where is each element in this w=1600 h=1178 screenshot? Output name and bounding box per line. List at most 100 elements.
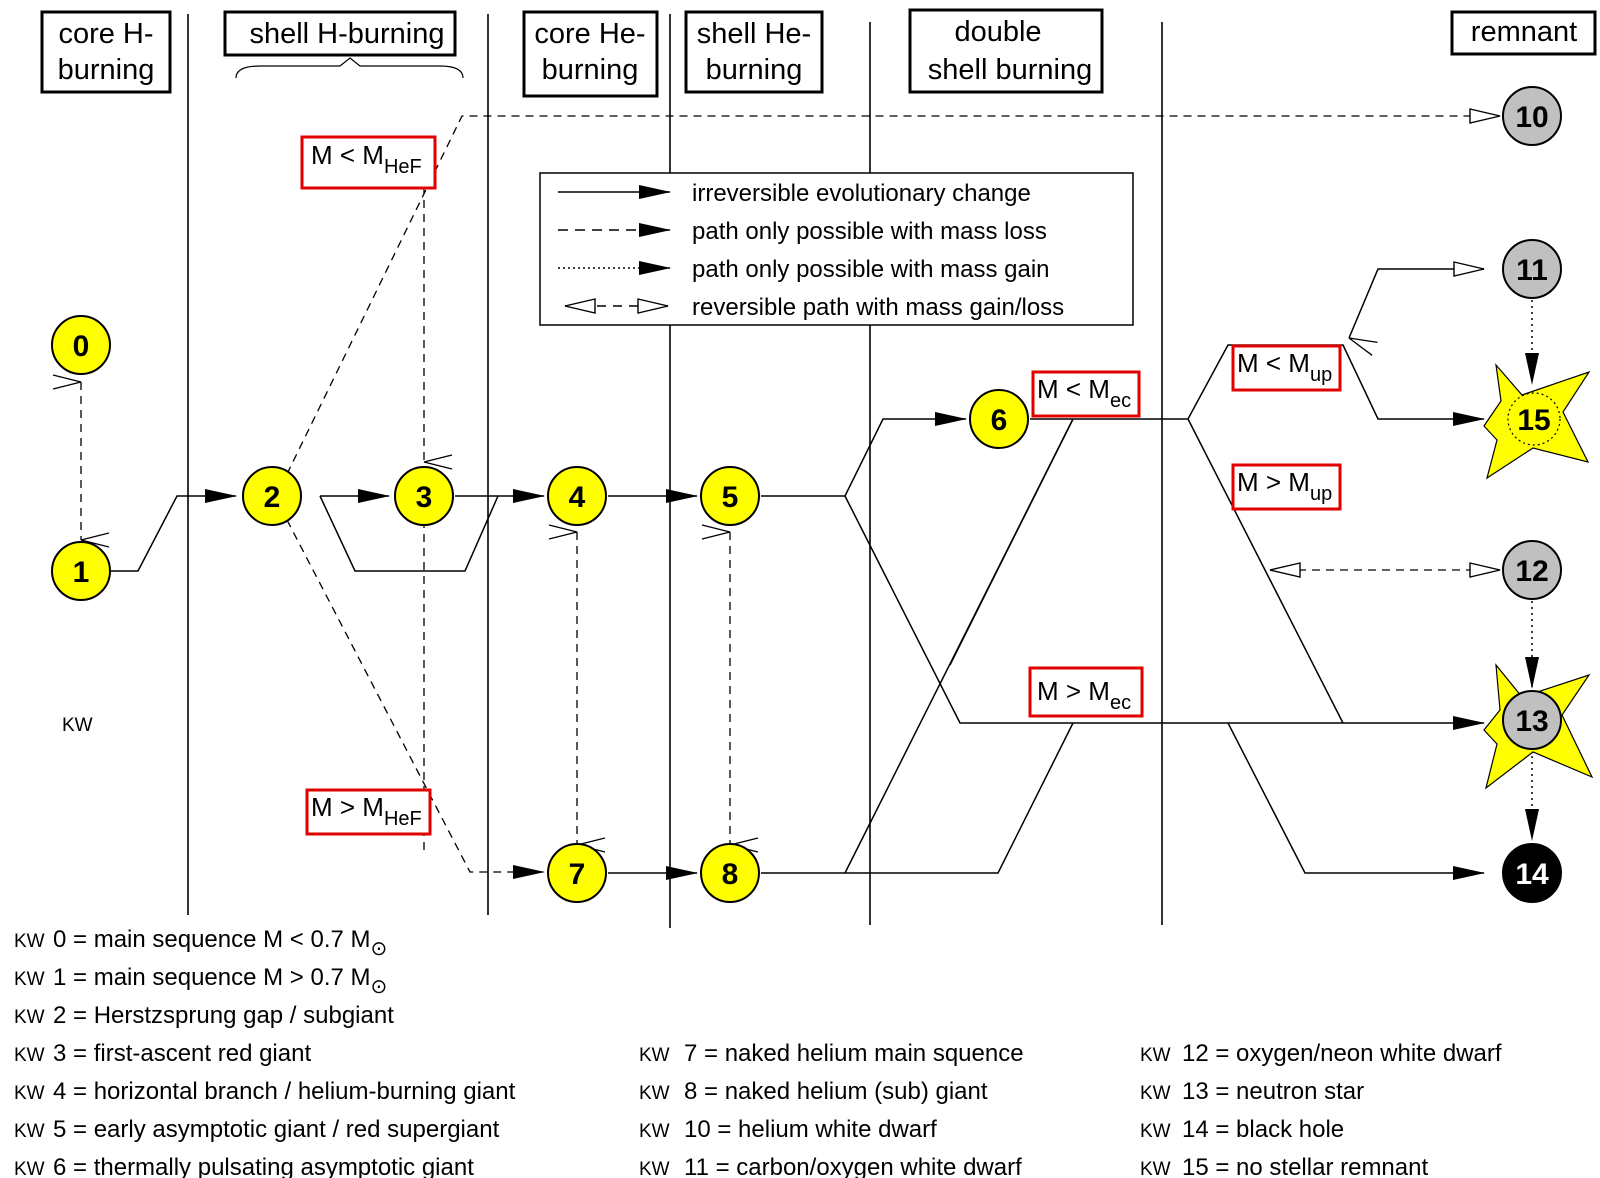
svg-text:KW: KW	[14, 1083, 45, 1104]
legend: irreversible evolutionary change path on…	[539, 172, 1134, 326]
svg-text:12: 12	[1515, 555, 1548, 588]
node-kw-4: 4	[547, 466, 607, 526]
svg-text:5: 5	[722, 481, 739, 514]
svg-text:KW: KW	[14, 1121, 45, 1142]
svg-text:0: 0	[73, 330, 90, 363]
svg-text:15 = no stellar remnant: 15 = no stellar remnant	[1182, 1154, 1428, 1178]
node-kw-5: 5	[700, 466, 760, 526]
svg-text:core H-: core H-	[58, 18, 153, 50]
svg-text:burning: burning	[542, 54, 639, 86]
svg-text:KW: KW	[1140, 1083, 1171, 1104]
node-kw-0: 0	[51, 315, 111, 375]
header-core-h: core H- burning	[40, 10, 172, 94]
legend-label: irreversible evolutionary change	[692, 180, 1031, 207]
legend-label: path only possible with mass gain	[692, 256, 1050, 283]
node-kw-2: 2	[242, 466, 302, 526]
svg-text:KW: KW	[639, 1045, 670, 1066]
svg-text:5 = early asymptotic giant / r: 5 = early asymptotic giant / red supergi…	[53, 1116, 500, 1143]
svg-text:shell He-: shell He-	[697, 18, 811, 50]
svg-text:M > Mup: M > Mup	[1237, 467, 1332, 505]
svg-text:KW: KW	[14, 969, 45, 990]
star-burst-15	[1483, 363, 1591, 480]
header-double-shell: double shell burning	[908, 8, 1104, 94]
svg-text:1: 1	[73, 556, 90, 589]
svg-text:KW: KW	[14, 1045, 45, 1066]
header-remnant: remnant	[1450, 10, 1597, 56]
svg-text:remnant: remnant	[1471, 16, 1577, 48]
svg-text:burning: burning	[706, 54, 803, 86]
svg-text:8: 8	[722, 858, 739, 891]
svg-text:8 = naked helium (sub) giant: 8 = naked helium (sub) giant	[684, 1078, 988, 1105]
svg-text:0 = main sequence M < 0.7 M⊙: 0 = main sequence M < 0.7 M⊙	[53, 926, 387, 960]
header-core-he: core He- burning	[522, 10, 659, 98]
shell-h-brace	[235, 57, 464, 79]
condition-hef-gt: M > MHeF	[305, 788, 432, 836]
condition-up-gt: M > Mup	[1231, 463, 1342, 511]
svg-text:KW: KW	[14, 931, 45, 952]
svg-text:KW: KW	[639, 1121, 670, 1142]
irreversible-paths	[109, 268, 1485, 880]
svg-text:6 = thermally pulsating asympt: 6 = thermally pulsating asymptotic giant	[53, 1154, 474, 1178]
svg-text:KW: KW	[14, 1007, 45, 1028]
svg-text:KW: KW	[14, 1159, 45, 1178]
svg-text:13: 13	[1515, 705, 1548, 738]
condition-ec-lt: M < Mec	[1031, 370, 1141, 418]
svg-text:shell burning: shell burning	[928, 54, 1092, 86]
svg-text:10 = helium white dwarf: 10 = helium white dwarf	[684, 1116, 937, 1143]
node-kw-14: 14	[1502, 843, 1562, 903]
key-column-1: KW 0 = main sequence M < 0.7 M⊙ KW 1 = m…	[14, 926, 516, 1178]
legend-label: path only possible with mass loss	[692, 218, 1047, 245]
svg-text:14 = black hole: 14 = black hole	[1182, 1116, 1344, 1143]
svg-text:KW: KW	[639, 1159, 670, 1178]
svg-text:4 = horizontal branch / helium: 4 = horizontal branch / helium-burning g…	[53, 1078, 516, 1105]
svg-text:15: 15	[1517, 404, 1550, 437]
svg-text:burning: burning	[58, 54, 155, 86]
svg-text:10: 10	[1515, 101, 1548, 134]
svg-text:4: 4	[569, 481, 586, 514]
svg-text:1 = main sequence M > 0.7 M⊙: 1 = main sequence M > 0.7 M⊙	[53, 964, 387, 998]
kw-label: KW	[62, 715, 93, 736]
key-column-2: KW 7 = naked helium main squence KW 8 = …	[639, 1040, 1024, 1178]
svg-text:KW: KW	[639, 1083, 670, 1104]
svg-text:11 = carbon/oxygen white dwarf: 11 = carbon/oxygen white dwarf	[684, 1154, 1022, 1178]
svg-text:double: double	[954, 16, 1041, 48]
svg-text:M < Mec: M < Mec	[1037, 374, 1131, 412]
condition-up-lt: M < Mup	[1231, 344, 1342, 392]
node-kw-3: 3	[394, 466, 454, 526]
svg-text:12 = oxygen/neon white dwarf: 12 = oxygen/neon white dwarf	[1182, 1040, 1502, 1067]
node-kw-13: 13	[1502, 690, 1562, 750]
node-kw-10: 10	[1502, 86, 1562, 146]
node-kw-7: 7	[547, 843, 607, 903]
svg-text:7: 7	[569, 858, 586, 891]
header-shell-h: shell H-burning	[223, 10, 457, 57]
condition-hef-lt: M < MHeF	[300, 135, 437, 190]
node-kw-15: 15	[1517, 404, 1550, 437]
condition-ec-gt: M > Mec	[1028, 666, 1144, 718]
svg-text:11: 11	[1516, 254, 1548, 287]
svg-text:M > Mec: M > Mec	[1037, 676, 1131, 714]
svg-text:2 = Herstzsprung gap / subgian: 2 = Herstzsprung gap / subgiant	[53, 1002, 394, 1029]
legend-label: reversible path with mass gain/loss	[692, 294, 1064, 321]
svg-text:core He-: core He-	[534, 18, 645, 50]
node-kw-12: 12	[1502, 540, 1562, 600]
svg-text:shell H-burning: shell H-burning	[249, 18, 444, 50]
svg-text:7 = naked helium main squence: 7 = naked helium main squence	[684, 1040, 1024, 1067]
svg-text:M < MHeF: M < MHeF	[311, 140, 422, 178]
mass-loss-paths	[52, 108, 1501, 879]
header-shell-he: shell He- burning	[684, 10, 824, 94]
svg-text:M > MHeF: M > MHeF	[311, 792, 422, 830]
node-kw-8: 8	[700, 843, 760, 903]
node-kw-11: 11	[1502, 239, 1562, 299]
node-kw-6: 6	[969, 389, 1029, 449]
svg-text:3 = first-ascent red giant: 3 = first-ascent red giant	[53, 1040, 311, 1067]
node-kw-1: 1	[51, 541, 111, 601]
svg-text:13 = neutron star: 13 = neutron star	[1182, 1078, 1364, 1105]
svg-text:14: 14	[1515, 858, 1549, 891]
key-column-3: KW 12 = oxygen/neon white dwarf KW 13 = …	[1140, 1040, 1502, 1178]
svg-text:KW: KW	[1140, 1159, 1171, 1178]
svg-text:6: 6	[991, 404, 1008, 437]
svg-text:KW: KW	[1140, 1045, 1171, 1066]
svg-text:M < Mup: M < Mup	[1237, 348, 1332, 386]
svg-text:3: 3	[416, 481, 433, 514]
